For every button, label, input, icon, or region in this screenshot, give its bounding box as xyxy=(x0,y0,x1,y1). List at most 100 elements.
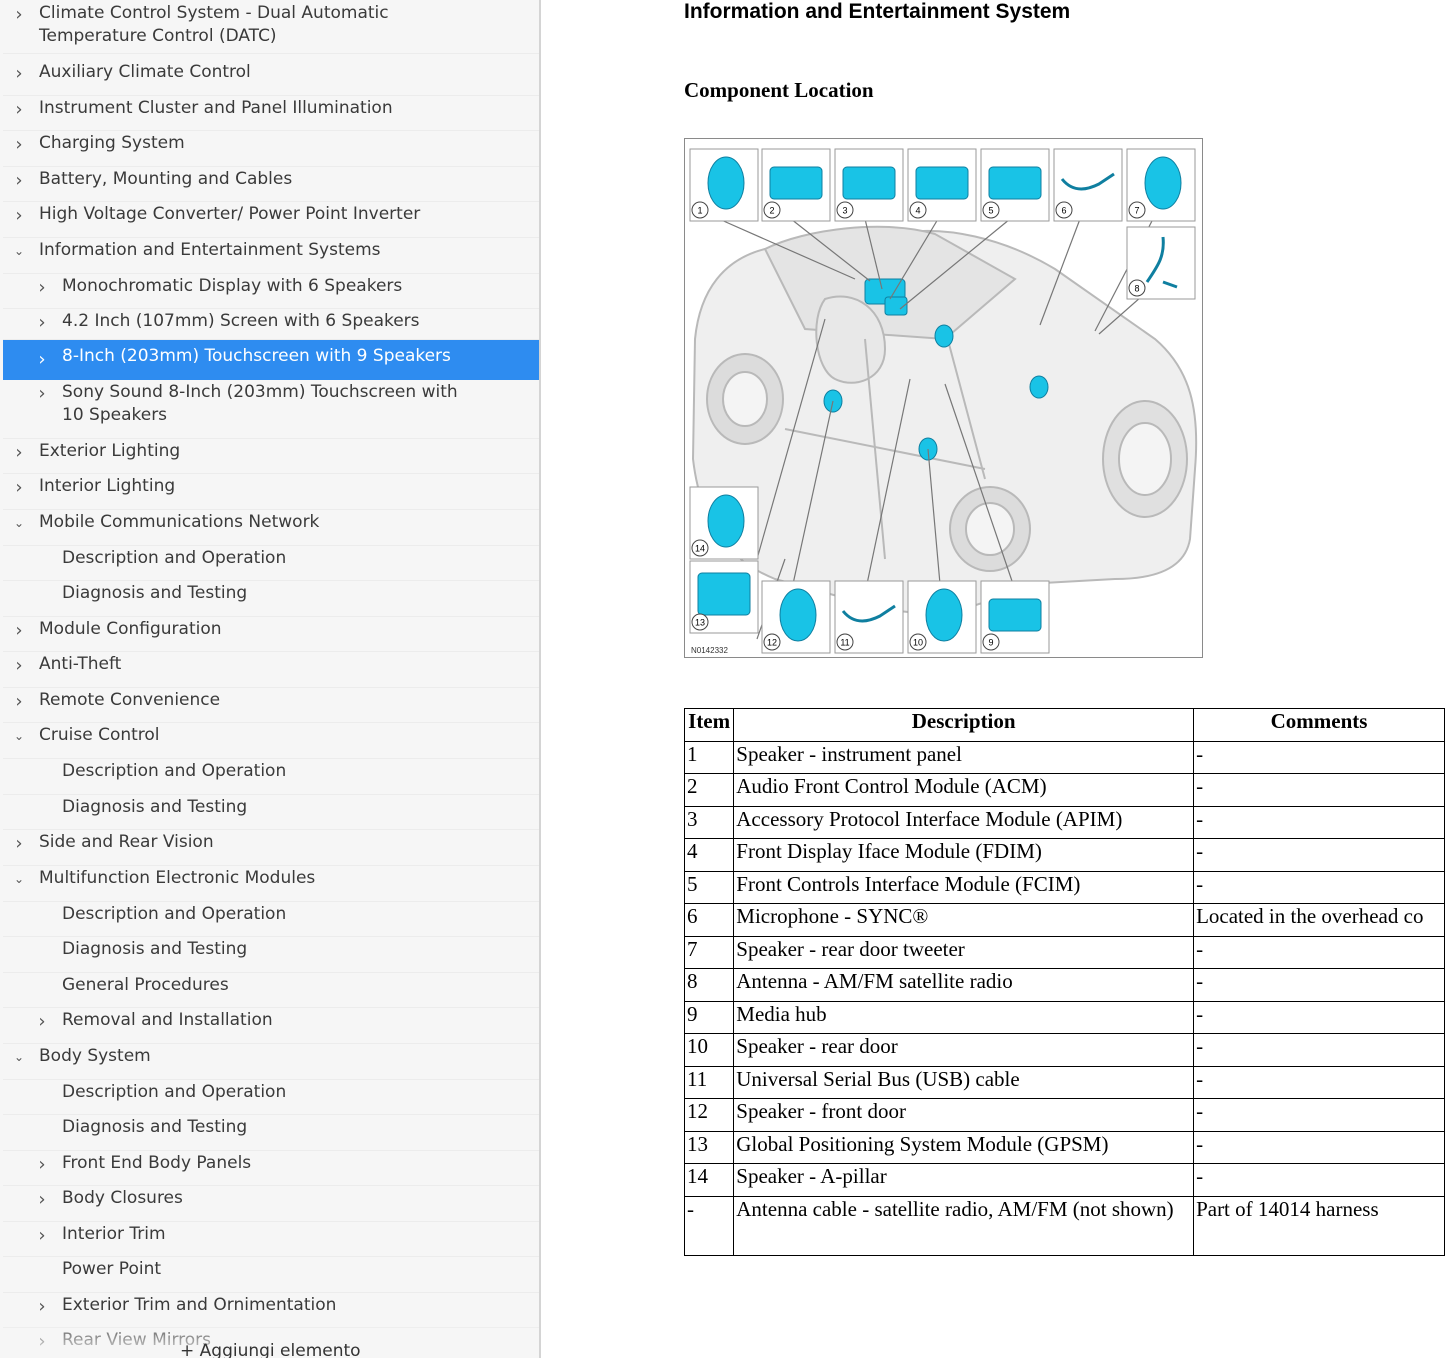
component-markers xyxy=(823,278,1049,461)
sidebar-item[interactable]: › Side and Rear Vision xyxy=(3,830,539,866)
sidebar-item-label: Description and Operation xyxy=(62,904,287,924)
sidebar-item-label: Diagnosis and Testing xyxy=(62,1117,248,1137)
sidebar-item[interactable]: ⌄Body System xyxy=(3,1044,539,1080)
chevron-right-icon[interactable]: › xyxy=(15,691,23,712)
chevron-right-icon[interactable]: › xyxy=(15,134,23,155)
chevron-right-icon[interactable]: › xyxy=(38,1189,46,1210)
chevron-right-icon[interactable]: › xyxy=(15,99,23,120)
chevron-right-icon[interactable]: › xyxy=(38,383,46,404)
sidebar-item-label: Climate Control System - Dual Automatic … xyxy=(39,3,389,46)
sidebar-item[interactable]: ⌄Information and Entertainment Systems xyxy=(3,238,539,274)
sidebar-item[interactable]: ›4.2 Inch (107mm) Screen with 6 Speakers xyxy=(3,309,539,340)
cell-description: Microphone - SYNC® xyxy=(733,903,1195,937)
callout-box: 4 xyxy=(907,148,977,222)
chevron-right-icon[interactable]: › xyxy=(15,833,23,854)
sidebar-item[interactable]: General Procedures xyxy=(3,973,539,1008)
sidebar-item[interactable]: Description and Operation xyxy=(3,902,539,937)
sidebar-item-label: Side and Rear Vision xyxy=(39,832,214,852)
sidebar-item[interactable]: Power Point xyxy=(3,1257,539,1293)
chevron-down-icon[interactable]: ⌄ xyxy=(13,729,25,743)
sidebar-item[interactable]: ›Battery, Mounting and Cables xyxy=(3,167,539,202)
sidebar-item[interactable]: › Climate Control System - Dual Automatic… xyxy=(3,1,539,54)
chevron-right-icon[interactable]: › xyxy=(15,63,23,84)
cell-description: Speaker - A-pillar xyxy=(733,1163,1195,1197)
sidebar-item[interactable]: Diagnosis and Testing xyxy=(3,1115,539,1151)
sidebar-item[interactable]: ›Sony Sound 8-Inch (203mm) Touchscreen w… xyxy=(3,380,539,439)
cell-item: - xyxy=(683,1195,735,1256)
callout-number: 10 xyxy=(913,638,923,648)
sidebar-item[interactable]: ›Interior Trim xyxy=(3,1222,539,1257)
chevron-down-icon[interactable]: ⌄ xyxy=(13,516,25,530)
chevron-right-icon[interactable]: › xyxy=(38,1296,46,1317)
cell-description: Accessory Protocol Interface Module (API… xyxy=(733,805,1195,839)
add-item-button[interactable]: + Aggiungi elemento xyxy=(180,1341,361,1358)
chevron-right-icon[interactable]: › xyxy=(15,170,23,191)
sidebar-item[interactable]: › Removal and Installation xyxy=(3,1008,539,1044)
cell-comments: - xyxy=(1193,1098,1445,1132)
chevron-right-icon[interactable]: › xyxy=(38,312,46,333)
sidebar-item[interactable]: Description and Operation xyxy=(3,546,539,581)
sidebar-item[interactable]: ›High Voltage Converter/ Power Point Inv… xyxy=(3,202,539,238)
sidebar-item-label: Description and Operation xyxy=(62,1082,287,1102)
chevron-down-icon[interactable]: ⌄ xyxy=(13,244,25,258)
chevron-right-icon[interactable]: › xyxy=(38,1225,46,1246)
sidebar-item[interactable]: ›Exterior Trim and Ornimentation xyxy=(3,1293,539,1328)
chevron-right-icon[interactable]: › xyxy=(15,205,23,226)
chevron-right-icon[interactable]: › xyxy=(15,442,23,463)
chevron-right-icon[interactable]: › xyxy=(38,349,46,370)
sidebar-item[interactable]: Description and Operation xyxy=(3,1080,539,1115)
chevron-down-icon[interactable]: ⌄ xyxy=(13,1050,25,1064)
component-icon xyxy=(769,166,823,200)
chevron-right-icon[interactable]: › xyxy=(15,620,23,641)
sidebar-item[interactable]: ›Monochromatic Display with 6 Speakers xyxy=(3,274,539,309)
sidebar-item[interactable]: ›8-Inch (203mm) Touchscreen with 9 Speak… xyxy=(3,340,539,380)
sidebar-item[interactable]: › Body Closures xyxy=(3,1186,539,1222)
sidebar-item[interactable]: ›Exterior Lighting xyxy=(3,439,539,474)
sidebar-item[interactable]: ›Module Configuration xyxy=(3,617,539,652)
sidebar-item-label: Charging System xyxy=(39,133,185,153)
figure-code: N0142332 xyxy=(691,646,728,655)
chevron-down-icon[interactable]: ⌄ xyxy=(13,872,25,886)
cell-description: Speaker - front door xyxy=(733,1098,1195,1132)
sidebar-item[interactable]: ⌄Multifunction Electronic Modules xyxy=(3,866,539,902)
sidebar-item-label: Anti-Theft xyxy=(39,654,122,674)
sidebar-item[interactable]: Diagnosis and Testing xyxy=(3,795,539,830)
sidebar-item[interactable]: › Interior Lighting xyxy=(3,474,539,510)
cell-item: 1 xyxy=(683,740,735,774)
chevron-right-icon[interactable]: › xyxy=(15,655,23,676)
chevron-right-icon[interactable]: › xyxy=(15,477,23,498)
sidebar-item[interactable]: Diagnosis and Testing xyxy=(3,581,539,617)
sidebar-item[interactable]: › Anti-Theft xyxy=(3,652,539,688)
callout-number: 8 xyxy=(1134,284,1139,294)
sidebar-item-label: Body Closures xyxy=(62,1188,183,1208)
component-icon xyxy=(779,588,817,642)
sidebar-item-label: General Procedures xyxy=(62,975,229,995)
chevron-right-icon[interactable]: › xyxy=(38,277,46,298)
callout-box: 10 xyxy=(907,580,977,654)
cell-comments: - xyxy=(1193,870,1445,904)
sidebar-item[interactable]: Description and Operation xyxy=(3,759,539,795)
sidebar-item[interactable]: ›Auxiliary Climate Control xyxy=(3,60,539,96)
sidebar-item[interactable]: ›Instrument Cluster and Panel Illuminati… xyxy=(3,96,539,131)
sidebar-item[interactable]: › Charging System xyxy=(3,131,539,167)
sidebar-item[interactable]: ⌄Mobile Communications Network xyxy=(3,510,539,546)
chevron-right-icon[interactable]: › xyxy=(15,4,23,25)
sidebar-item[interactable]: ›Front End Body Panels xyxy=(3,1151,539,1186)
sidebar-item[interactable]: ⌄Cruise Control xyxy=(3,723,539,759)
sidebar-item[interactable]: Diagnosis and Testing xyxy=(3,937,539,973)
callout-number: 6 xyxy=(1061,206,1066,216)
callout-box: 1 xyxy=(689,148,759,222)
callout-number: 2 xyxy=(769,206,774,216)
chevron-right-icon[interactable]: › xyxy=(38,1154,46,1175)
sidebar-nav[interactable]: › Climate Control System - Dual Automatic… xyxy=(0,0,541,1358)
chevron-right-icon[interactable]: › xyxy=(38,1011,46,1032)
sidebar-item[interactable]: ›Remote Convenience xyxy=(3,688,539,723)
component-icon xyxy=(697,572,751,616)
callout-box: 12 xyxy=(761,580,831,654)
sidebar-item-label: Interior Lighting xyxy=(39,476,176,496)
sidebar-item-label: Removal and Installation xyxy=(62,1010,273,1030)
